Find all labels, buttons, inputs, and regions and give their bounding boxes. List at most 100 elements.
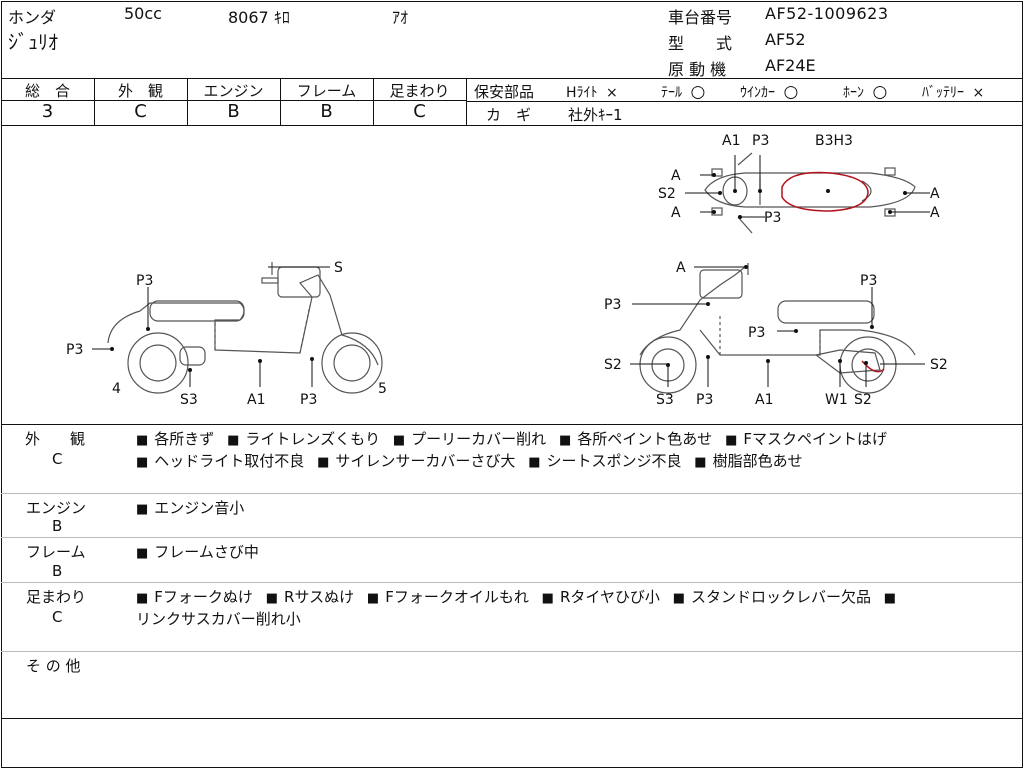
- bullet: ■: [136, 591, 149, 606]
- diagram-label: S3: [180, 392, 198, 408]
- diagram-label: P3: [752, 133, 769, 149]
- safety-item-mark: ○: [690, 82, 706, 102]
- frame-number: AF52-1009623: [765, 4, 889, 23]
- note-item: Fフォークオイルもれ: [385, 588, 529, 606]
- diagram-label: 4: [112, 381, 121, 397]
- diagram-label: A: [671, 168, 681, 184]
- safety-parts-label: 保安部品: [474, 83, 535, 101]
- point: [826, 189, 830, 193]
- mileage-unit: ｷﾛ: [273, 8, 290, 27]
- point: [188, 368, 192, 372]
- diagram-label: A1: [722, 133, 740, 149]
- safety-item-name: Hﾗｲﾄ: [566, 85, 598, 101]
- point: [258, 359, 262, 363]
- divider: [1, 582, 1022, 583]
- mileage: 8067 ｷﾛ: [228, 4, 290, 28]
- note-engine-label: エンジン: [26, 499, 87, 517]
- safety-item-name: ﾊﾞｯﾃﾘｰ: [922, 85, 964, 101]
- type-label: 型 式: [668, 34, 733, 53]
- point: [110, 347, 114, 351]
- type-value: AF52: [765, 30, 806, 49]
- point: [794, 329, 798, 333]
- point: [733, 189, 737, 193]
- point: [706, 355, 710, 359]
- color: ｱｵ: [392, 8, 409, 27]
- diagram-label: P3: [748, 325, 765, 341]
- note-exterior-line2: ■ヘッドライト取付不良 ■サイレンサーカバーさび大 ■シートスポンジ不良 ■樹脂…: [136, 450, 803, 471]
- note-item: エンジン音小: [154, 499, 245, 517]
- divider: [466, 101, 1022, 102]
- safety-item-name: ｳｲﾝｶｰ: [740, 85, 775, 101]
- leader-lines: [92, 155, 930, 387]
- note-item: Fフォークぬけ: [154, 588, 253, 606]
- frame-number-label: 車台番号: [668, 8, 733, 27]
- safety-item-headlight: Hﾗｲﾄ ×: [566, 82, 618, 102]
- bullet: ■: [558, 433, 572, 448]
- divider: [1, 537, 1022, 538]
- grade-frame-value: B: [320, 101, 333, 122]
- diagram-label: P3: [136, 273, 153, 289]
- bullet: ■: [136, 546, 149, 561]
- grade-engine-label: エンジン: [203, 82, 264, 100]
- note-suspension-grade: C: [52, 608, 63, 626]
- point: [758, 189, 762, 193]
- safety-item-taillight: ﾃｰﾙ ○: [661, 82, 705, 102]
- safety-item-mark: ○: [783, 82, 799, 102]
- note-frame-label: フレーム: [26, 543, 86, 561]
- mileage-value: 8067: [228, 8, 269, 27]
- maker: ホンダ: [8, 8, 57, 27]
- point: [864, 361, 868, 365]
- note-item: ヘッドライト取付不良: [154, 452, 305, 470]
- diagram-label: S: [334, 260, 343, 276]
- bullet: ■: [694, 455, 707, 470]
- diagram-label: P3: [764, 210, 781, 226]
- divider: [1, 493, 1022, 494]
- grade-overall-value: 3: [41, 101, 54, 122]
- diagram-label: A1: [247, 392, 265, 408]
- grade-frame-label: フレーム: [296, 82, 357, 100]
- note-item: Rタイヤひび小: [559, 588, 660, 606]
- diagram-label: A: [671, 205, 681, 221]
- note-item: 各所きず: [154, 430, 215, 448]
- note-other-label: そ の 他: [26, 657, 81, 675]
- note-item: サイレンサーカバーさび大: [335, 452, 516, 470]
- scooter-top-view: [704, 152, 916, 234]
- damage-mark: [781, 171, 869, 212]
- bullet: ■: [136, 455, 149, 470]
- bullet: ■: [528, 455, 541, 470]
- engine-model-label: 原 動 機: [668, 60, 727, 79]
- safety-item-battery: ﾊﾞｯﾃﾘｰ ×: [922, 82, 984, 102]
- diagram-label: S2: [658, 186, 676, 202]
- divider: [1, 100, 466, 101]
- bullet: ■: [317, 455, 330, 470]
- point: [888, 210, 892, 214]
- point: [870, 325, 874, 329]
- point: [766, 359, 770, 363]
- note-engine-grade: B: [52, 517, 63, 535]
- point: [706, 302, 710, 306]
- divider: [187, 78, 188, 125]
- scooter-diagram: A1 P3 B3H3 A S2 A A P3 A S P3 P3 4 S3 A1…: [66, 133, 948, 408]
- note-item: プーリーカバー削れ: [411, 430, 547, 448]
- bullet: ■: [672, 591, 685, 606]
- note-frame-line1: ■フレームさび中: [136, 541, 259, 562]
- model-name: ｼﾞｭﾘｵ: [8, 30, 58, 54]
- safety-item-name: ﾃｰﾙ: [661, 85, 682, 101]
- divider: [280, 78, 281, 125]
- point: [718, 191, 722, 195]
- grade-exterior-label: 外 観: [117, 82, 163, 100]
- safety-item-mark: ×: [972, 85, 985, 101]
- point: [903, 191, 907, 195]
- divider: [373, 78, 374, 125]
- note-item: Fマスクペイントはげ: [743, 430, 887, 448]
- key-value: 社外ｷｰ1: [568, 106, 623, 124]
- bullet: ■: [392, 433, 406, 448]
- note-item: シートスポンジ不良: [546, 452, 682, 470]
- engine-model-value: AF24E: [765, 56, 816, 75]
- grade-suspension-value: C: [413, 101, 426, 122]
- displacement: 50cc: [124, 4, 162, 23]
- scooter-left-view: [107, 262, 383, 394]
- note-exterior-label: 外 観: [25, 430, 86, 448]
- point: [146, 327, 150, 331]
- note-engine-line1: ■エンジン音小: [136, 497, 244, 518]
